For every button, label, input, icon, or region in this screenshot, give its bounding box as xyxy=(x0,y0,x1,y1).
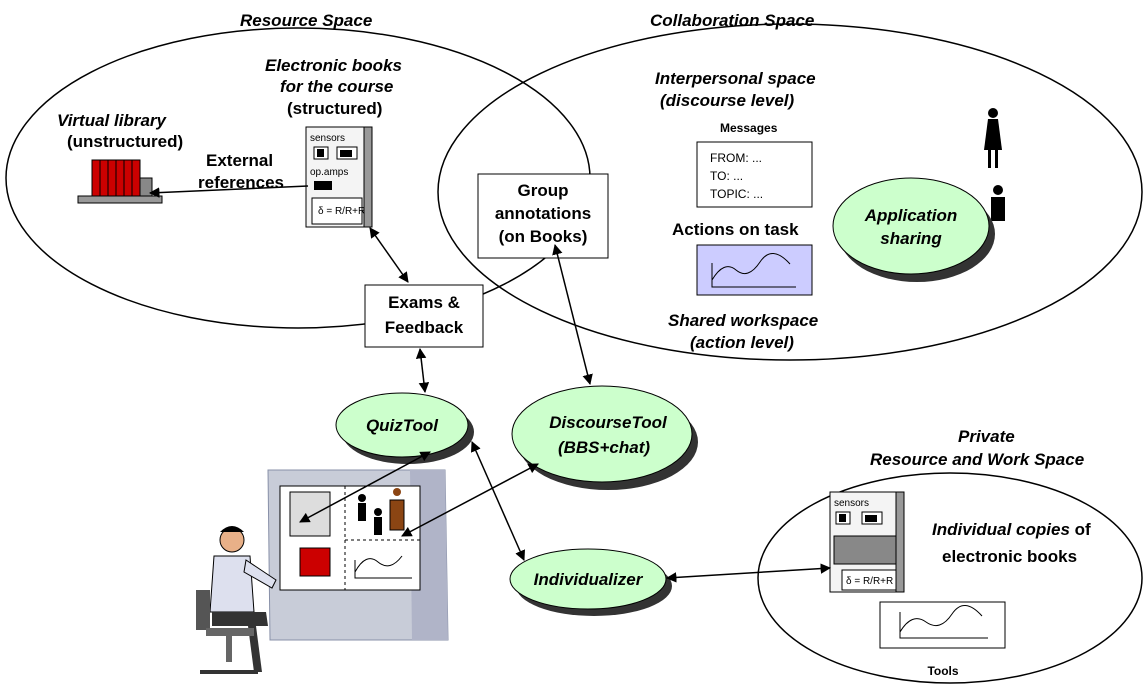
app-sharing-label-2: sharing xyxy=(880,229,942,248)
virtual-library-label-1: Virtual library xyxy=(57,111,168,130)
collaboration-space-title: Collaboration Space xyxy=(650,11,814,30)
ebooks-label-2: for the course xyxy=(280,77,393,96)
shared-workspace-label-1: Shared workspace xyxy=(668,311,818,330)
private-tools-label: Tools xyxy=(927,664,958,678)
messages-box: FROM: ... TO: ... TOPIC: ... xyxy=(696,141,813,208)
arrow-groupann-discoursetool xyxy=(552,243,593,386)
exams-label-2: Feedback xyxy=(385,318,464,337)
group-ann-label-2: annotations xyxy=(495,204,591,223)
private-copies-label-1: Individual copies of xyxy=(932,520,1091,539)
shared-workspace-label-2: (action level) xyxy=(690,333,794,352)
group-annotations-box: Group annotations (on Books) xyxy=(477,173,609,259)
private-space-ellipse xyxy=(757,472,1143,684)
arrow-exams-quiztool xyxy=(415,347,430,394)
private-copies-label-2: electronic books xyxy=(942,547,1077,566)
svg-text:op.amps: op.amps xyxy=(310,167,348,178)
messages-title: Messages xyxy=(720,121,778,135)
arrow-individualizer-private xyxy=(665,563,832,583)
library-books-icon xyxy=(77,159,163,204)
actions-on-task-label: Actions on task xyxy=(672,220,799,239)
shared-chart-box xyxy=(696,244,813,296)
individualizer-label: Individualizer xyxy=(534,570,644,589)
msg-topic: TOPIC: ... xyxy=(710,187,763,201)
arrow-book-to-library xyxy=(148,185,309,198)
group-ann-label-3: (on Books) xyxy=(499,227,588,246)
quiztool-node: QuizTool xyxy=(335,392,474,464)
group-ann-label-1: Group xyxy=(518,181,569,200)
workstation-computer-icon xyxy=(267,469,449,641)
exams-label-1: Exams & xyxy=(388,293,460,312)
discoursetool-label-2: (BBS+chat) xyxy=(558,438,650,457)
private-book-icon: sensors δ = R/R+R xyxy=(829,491,905,593)
msg-to: TO: ... xyxy=(710,169,743,183)
quiztool-label: QuizTool xyxy=(366,416,439,435)
student-person-icon xyxy=(196,526,277,674)
arrow-quiztool-individualizer xyxy=(471,441,525,561)
ebooks-label-3: (structured) xyxy=(287,99,382,118)
arrow-book-exams xyxy=(369,227,409,283)
resource-space-title: Resource Space xyxy=(240,11,372,30)
exams-feedback-box: Exams & Feedback xyxy=(364,284,484,348)
ebooks-label-1: Electronic books xyxy=(265,56,402,75)
external-refs-label-2: references xyxy=(198,173,284,192)
individualizer-node: Individualizer xyxy=(509,548,672,616)
external-refs-label-1: External xyxy=(206,151,273,170)
msg-from: FROM: ... xyxy=(710,151,762,165)
svg-text:sensors: sensors xyxy=(310,133,345,144)
svg-text:sensors: sensors xyxy=(834,498,869,509)
electronic-book-icon: sensors op.amps δ = R/R+R xyxy=(305,126,373,228)
app-sharing-node: Application sharing xyxy=(832,177,995,282)
virtual-library-label-2: (unstructured) xyxy=(67,132,183,151)
interpersonal-label-1: Interpersonal space xyxy=(655,69,816,88)
person-icon-man xyxy=(991,185,1005,221)
discoursetool-label-1: DiscourseTool xyxy=(549,413,668,432)
person-icon-woman xyxy=(984,108,1002,168)
private-tools-chart xyxy=(879,601,1006,649)
discoursetool-node: DiscourseTool (BBS+chat) xyxy=(511,385,698,490)
private-space-title-1: Private xyxy=(958,427,1015,446)
collaboration-space-ellipse xyxy=(437,23,1143,361)
svg-text:δ = R/R+R: δ = R/R+R xyxy=(318,206,365,217)
svg-text:δ = R/R+R: δ = R/R+R xyxy=(846,576,893,587)
interpersonal-label-2: (discourse level) xyxy=(660,91,795,110)
app-sharing-label-1: Application xyxy=(864,206,958,225)
private-space-title-2: Resource and Work Space xyxy=(870,450,1084,469)
